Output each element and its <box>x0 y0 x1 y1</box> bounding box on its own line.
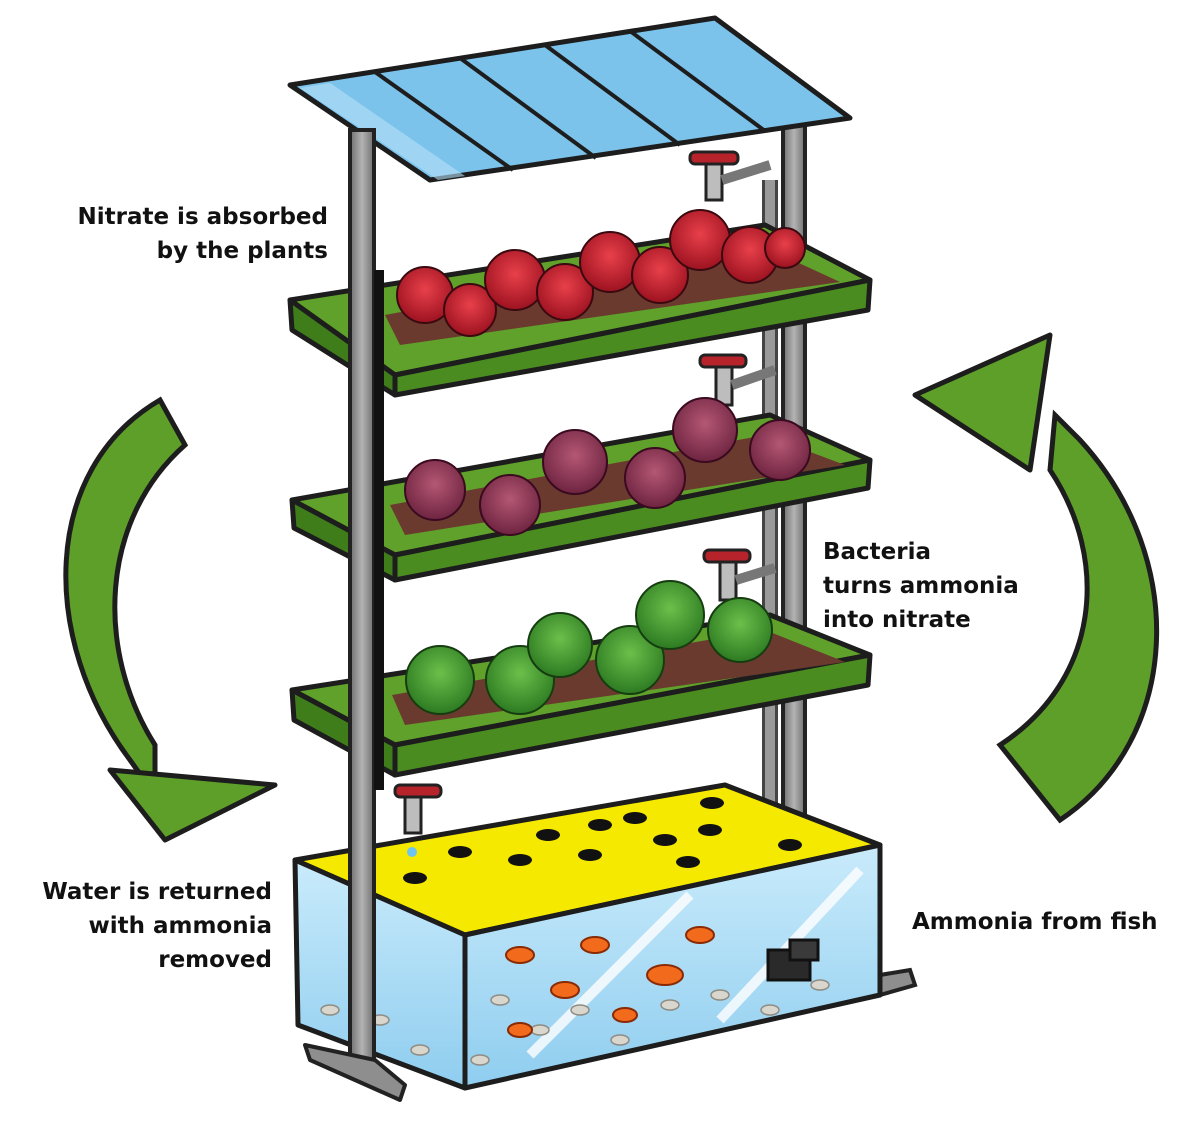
right-pole-foot <box>878 967 918 998</box>
left-pole-foot <box>303 1043 407 1102</box>
nitrate-label: Nitrate is absorbed by the plants <box>70 200 328 268</box>
bacteria-label-line-2: turns ammonia <box>823 573 1019 599</box>
left-cycle-arrow-head <box>107 767 278 843</box>
purple-plants <box>404 397 811 536</box>
water-pump <box>766 938 820 982</box>
solar-roof <box>287 15 853 183</box>
water-label-line-3: removed <box>158 947 272 973</box>
right-cycle-arrow-head <box>912 332 1053 473</box>
bacteria-label-line-3: into nitrate <box>823 607 971 633</box>
right-cycle-arrow <box>996 409 1160 824</box>
left-cycle-arrow <box>63 396 189 803</box>
nitrate-label-line-1: Nitrate is absorbed <box>77 204 328 230</box>
fish-tank <box>292 782 883 1091</box>
green-plants <box>405 580 773 715</box>
tank-tap <box>393 783 443 857</box>
bacteria-label-line-1: Bacteria <box>823 539 932 565</box>
nitrate-label-line-2: by the plants <box>156 238 328 264</box>
water-returned-label: Water is returned with ammonia removed <box>30 875 272 977</box>
ammonia-label: Ammonia from fish <box>912 905 1182 939</box>
goldfish <box>505 926 715 1038</box>
water-label-line-1: Water is returned <box>42 879 272 905</box>
bacteria-label: Bacteria turns ammonia into nitrate <box>823 535 1053 637</box>
left-pole <box>348 128 376 1072</box>
red-plants <box>396 209 806 337</box>
tank-holes <box>403 797 802 884</box>
water-label-line-2: with ammonia <box>88 913 272 939</box>
ammonia-label-line-1: Ammonia from fish <box>912 909 1158 935</box>
